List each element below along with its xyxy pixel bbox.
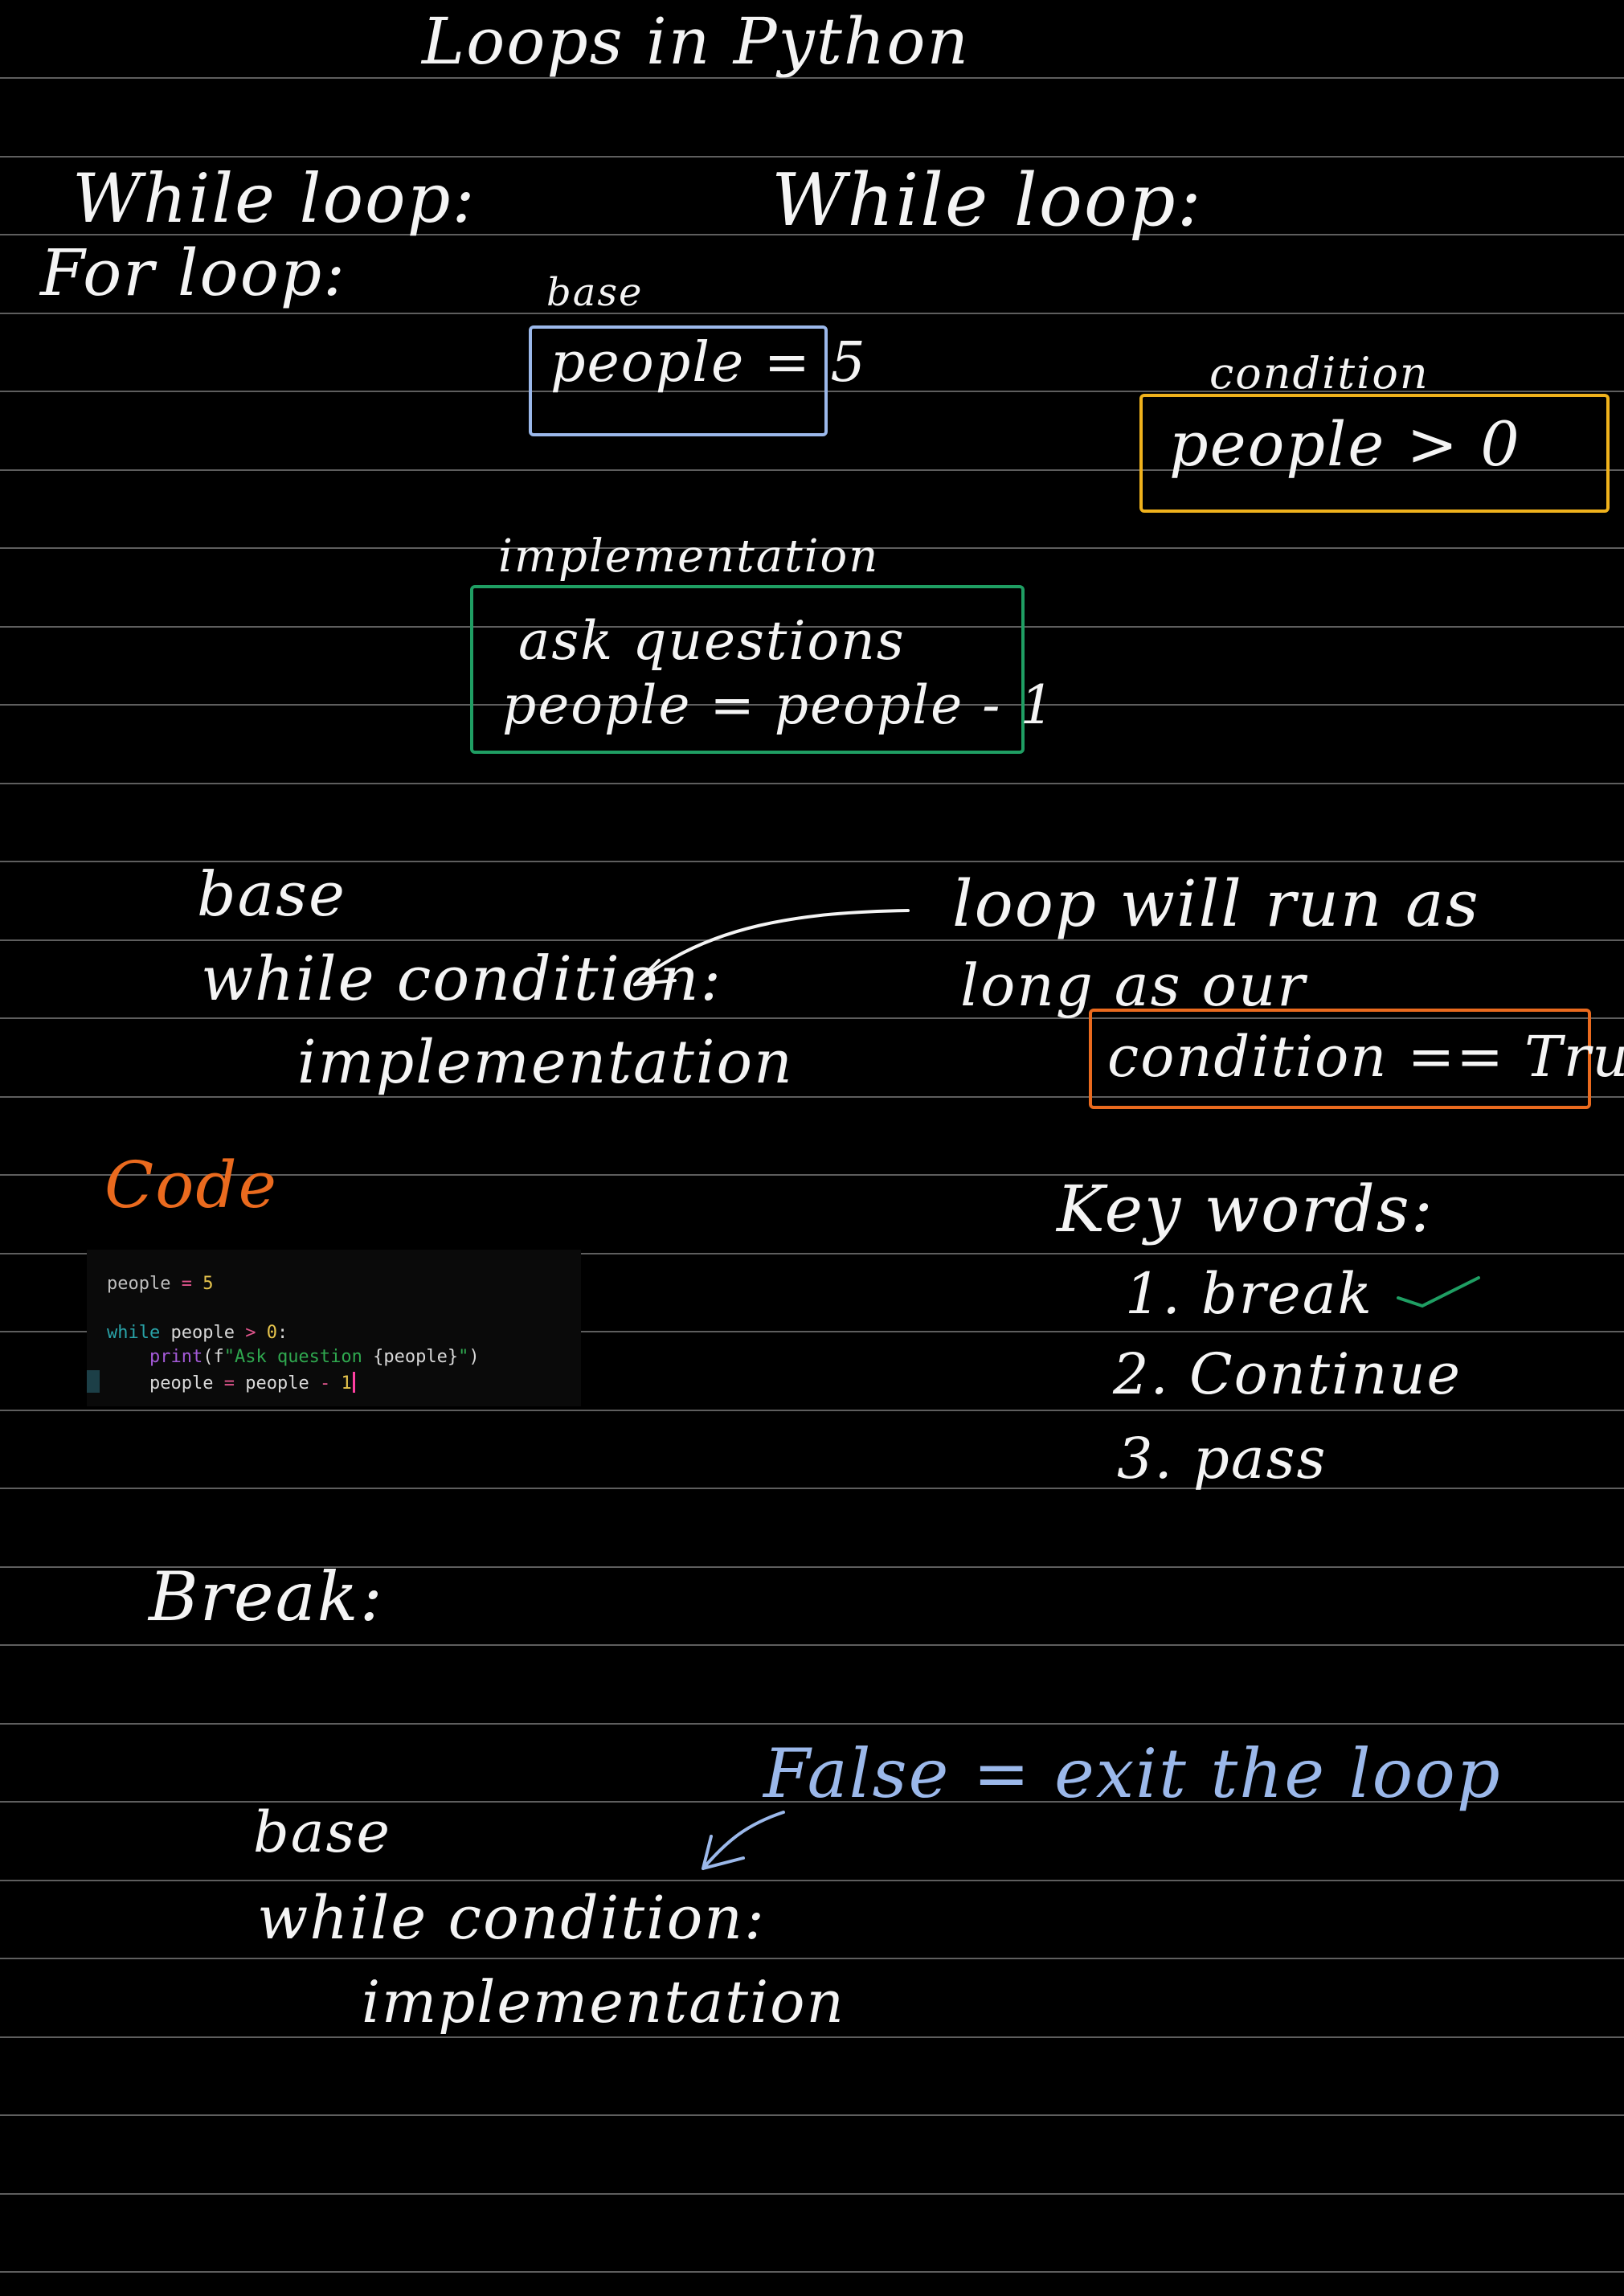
code-line-3: print(f"Ask question {people}") xyxy=(149,1347,480,1367)
for-loop-topic: For loop: xyxy=(40,235,347,310)
loop-note-line-1: loop will run as xyxy=(952,866,1480,941)
syntax-implementation: implementation xyxy=(297,1028,794,1097)
base-box xyxy=(529,325,828,436)
loop-note-line-2: long as our xyxy=(960,952,1307,1019)
break-implementation: implementation xyxy=(362,1968,845,2036)
implementation-line-1: ask questions xyxy=(518,610,906,672)
text-cursor xyxy=(352,1372,355,1393)
implementation-line-2: people = people - 1 xyxy=(502,674,1056,736)
code-heading: Code xyxy=(104,1148,278,1222)
code-line-4: people = people - 1 xyxy=(107,1372,355,1394)
section-heading: While loop: xyxy=(771,158,1203,243)
keywords-heading: Key words: xyxy=(1057,1172,1434,1246)
arrow-to-break-while-icon xyxy=(702,1811,785,1870)
false-exit-note: False = exit the loop xyxy=(763,1734,1502,1813)
while-loop-topic: While loop: xyxy=(72,159,477,238)
condition-label: condition xyxy=(1209,348,1430,399)
gutter-marker xyxy=(87,1370,100,1393)
code-snippet: people = 5 while people > 0: print(f"Ask… xyxy=(87,1250,581,1406)
implementation-box xyxy=(470,585,1025,754)
code-line-2: while people > 0: xyxy=(107,1323,288,1343)
syntax-while-line: while condition: xyxy=(201,943,723,1014)
condition-code-text: people > 0 xyxy=(1169,408,1521,480)
keyword-item-1: 1. break xyxy=(1125,1261,1373,1327)
base-label: base xyxy=(546,270,644,315)
base-code-text: people = 5 xyxy=(550,331,867,395)
implementation-label: implementation xyxy=(498,530,880,583)
break-heading: Break: xyxy=(149,1557,384,1636)
checkmark-icon xyxy=(1397,1276,1480,1308)
condition-true-box xyxy=(1089,1009,1591,1109)
condition-box xyxy=(1139,394,1610,513)
syntax-base: base xyxy=(197,858,346,930)
code-line-1: people = 5 xyxy=(107,1274,214,1294)
page-title: Loops in Python xyxy=(422,4,971,79)
keyword-item-2: 2. Continue xyxy=(1113,1341,1462,1407)
condition-true-text: condition == True xyxy=(1107,1024,1624,1090)
break-while-line: while condition: xyxy=(257,1884,766,1953)
keyword-item-3: 3. pass xyxy=(1117,1426,1327,1492)
arrow-to-while-line-icon xyxy=(633,909,910,986)
break-base: base xyxy=(253,1799,391,1865)
